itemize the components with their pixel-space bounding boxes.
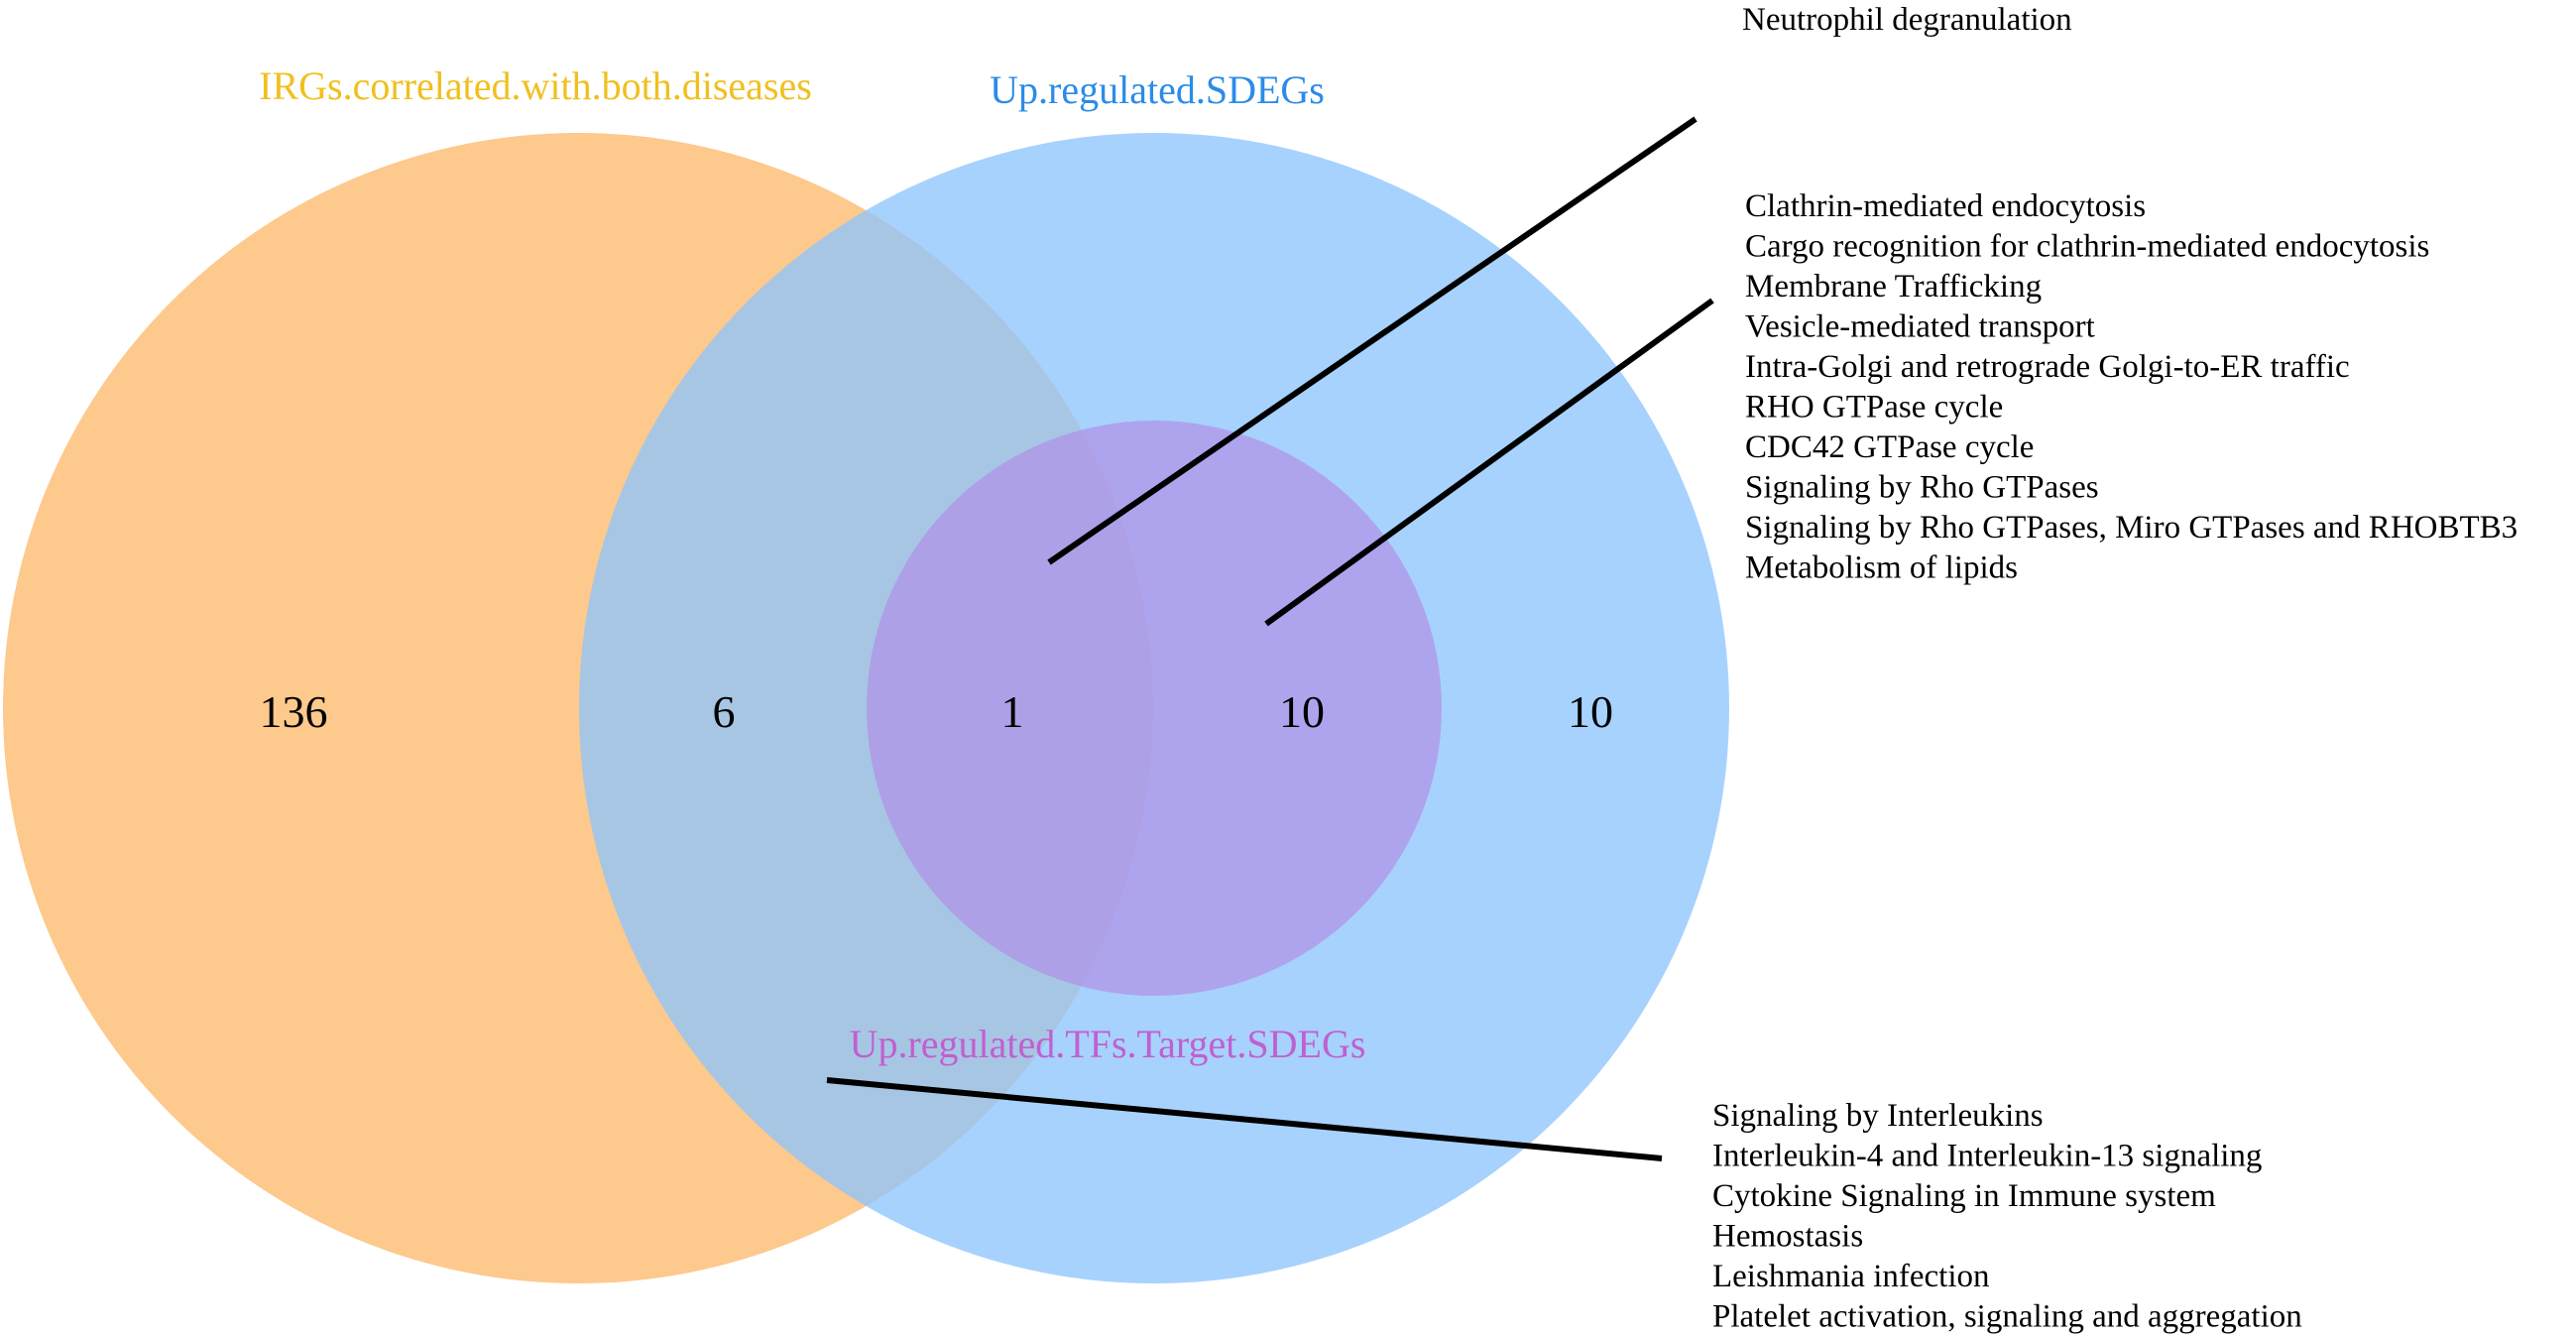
pathway-label: Signaling by Interleukins <box>1712 1098 2044 1134</box>
pathway-label: Clathrin-mediated endocytosis <box>1745 188 2146 224</box>
pathway-label: Interleukin-4 and Interleukin-13 signali… <box>1712 1139 2262 1174</box>
count-sdegs-and-tfs: 10 <box>1279 686 1325 737</box>
pathway-label: Cargo recognition for clathrin-mediated … <box>1745 229 2429 265</box>
pathway-label: Platelet activation, signaling and aggre… <box>1712 1299 2302 1335</box>
leader-line-neutrophil <box>1047 116 1698 565</box>
leader-line-clathrin <box>1264 298 1714 627</box>
count-irgs-and-sdegs: 6 <box>713 686 736 737</box>
leader-line-interleukins <box>826 1077 1663 1161</box>
pathway-label: Signaling by Rho GTPases <box>1745 470 2099 506</box>
annotation-group-neutrophil: Neutrophil degranulation <box>1742 2 2072 38</box>
tfs-target-circle <box>867 421 1442 996</box>
pathway-label: CDC42 GTPase cycle <box>1745 429 2034 465</box>
count-sdegs-only: 10 <box>1568 686 1613 737</box>
pathway-label: Cytokine Signaling in Immune system <box>1712 1178 2216 1214</box>
tfs-target-set-label: Up.regulated.TFs.Target.SDEGs <box>850 1022 1366 1066</box>
pathway-label: Leishmania infection <box>1712 1259 1990 1294</box>
pathway-label: Neutrophil degranulation <box>1742 2 2072 38</box>
pathway-label: Vesicle-mediated transport <box>1745 309 2095 345</box>
pathway-label: Signaling by Rho GTPases, Miro GTPases a… <box>1745 510 2517 546</box>
up-sdegs-set-label: Up.regulated.SDEGs <box>990 67 1325 112</box>
pathway-label: RHO GTPase cycle <box>1745 390 2003 425</box>
pathway-label: Hemostasis <box>1712 1219 1863 1255</box>
count-irgs-only: 136 <box>260 686 328 737</box>
count-all-three: 1 <box>1001 686 1024 737</box>
pathway-label: Intra-Golgi and retrograde Golgi-to-ER t… <box>1745 349 2350 385</box>
irgs-set-label: IRGs.correlated.with.both.diseases <box>259 63 812 108</box>
pathway-label: Membrane Trafficking <box>1745 269 2042 304</box>
pathway-label: Metabolism of lipids <box>1745 550 2018 586</box>
